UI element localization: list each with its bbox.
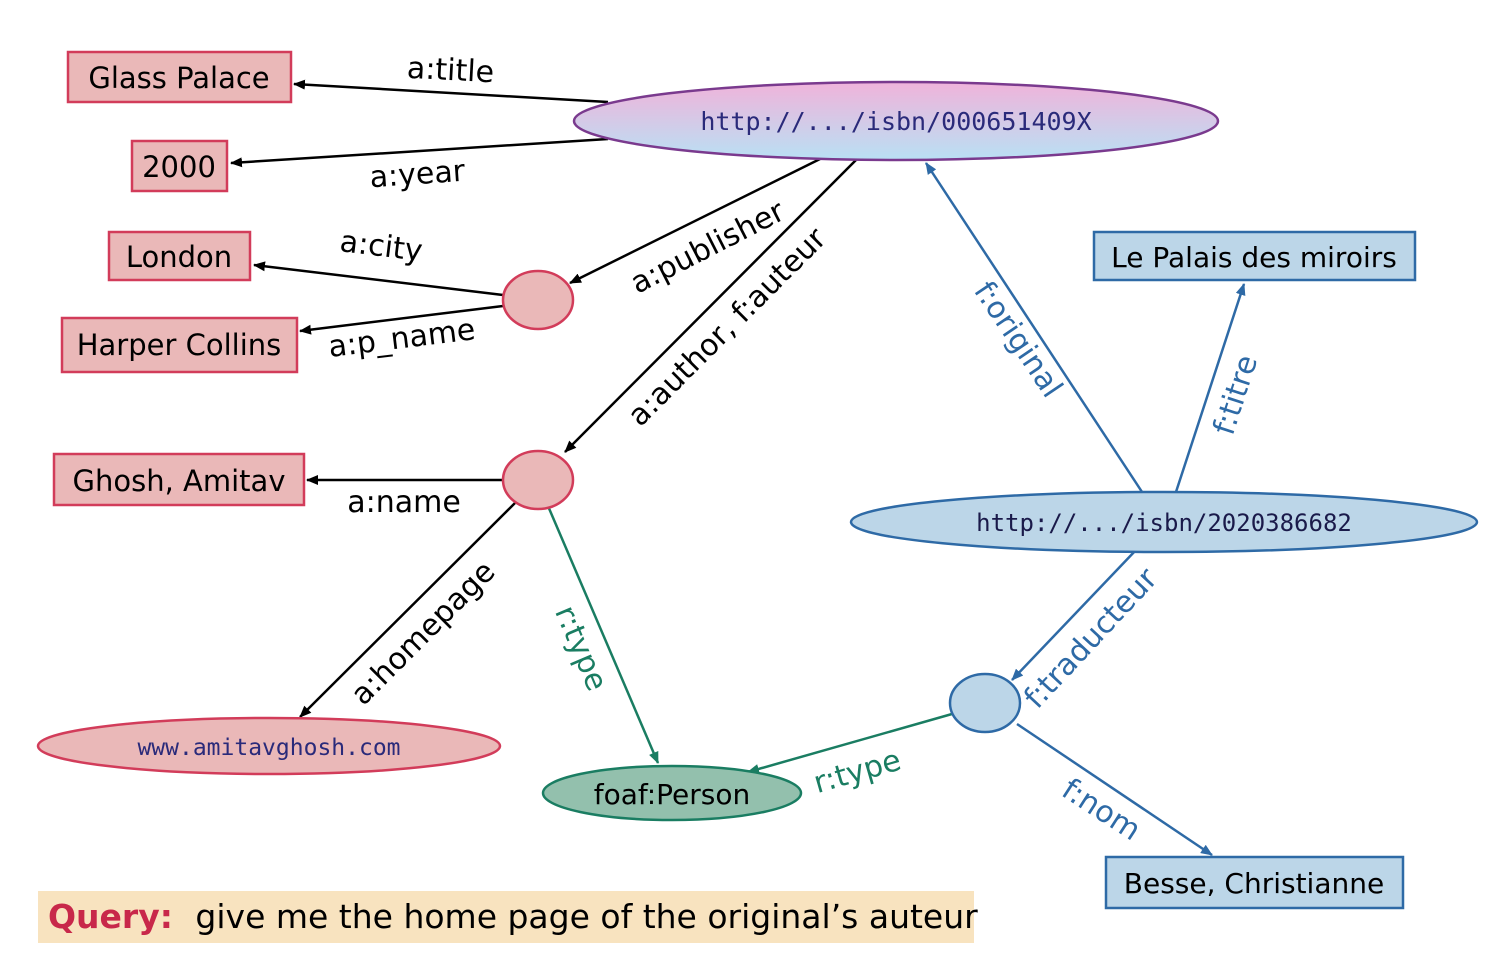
- london-box: [107, 230, 252, 282]
- query-label: Query:: [48, 897, 173, 936]
- year-box: [130, 139, 229, 193]
- ghosh-box: [52, 452, 306, 507]
- publisher-blank-node: [501, 269, 575, 331]
- year-label: 2000: [142, 150, 216, 184]
- nodes: http://.../isbn/000651409X Glass Palace …: [36, 50, 1479, 910]
- edges-green: [546, 505, 953, 774]
- label-f-nom: f:nom: [1055, 772, 1146, 848]
- book-fr-uri: http://.../isbn/2020386682: [976, 509, 1352, 537]
- edge-r-type-author: [546, 505, 660, 764]
- book-fr-node: [849, 490, 1479, 554]
- book-en-node: [572, 80, 1220, 162]
- foaf-person-node: [541, 764, 803, 822]
- london-label: London: [126, 240, 232, 274]
- edge-a-author: [564, 159, 857, 453]
- ghosh-label: Ghosh, Amitav: [73, 464, 286, 498]
- edge-a-title: [293, 79, 609, 104]
- label-a-city: a:city: [338, 224, 424, 269]
- label-a-title: a:title: [406, 51, 495, 91]
- homepage-node: [36, 716, 502, 776]
- label-f-titre: f:titre: [1207, 351, 1266, 439]
- edge-f-nom: [1016, 722, 1213, 857]
- foaf-person-label: foaf:Person: [594, 778, 751, 811]
- homepage-url: www.amitavghosh.com: [137, 735, 400, 761]
- besse-box: [1104, 855, 1405, 910]
- query-banner: Query: give me the home page of the orig…: [38, 891, 978, 943]
- label-a-name: a:name: [347, 485, 461, 520]
- label-a-p-name: a:p_name: [326, 312, 477, 365]
- edge-f-titre: [1173, 283, 1246, 496]
- author-blank-node: [501, 449, 575, 511]
- edge-f-original: [924, 162, 1146, 496]
- edge-a-year: [230, 137, 609, 168]
- edge-a-city: [253, 261, 504, 297]
- harper-collins-box: [60, 316, 299, 374]
- label-f-original: f:original: [967, 275, 1070, 404]
- label-f-traducteur: f:traducteur: [1017, 561, 1165, 716]
- edge-a-homepage: [299, 502, 516, 718]
- edges-blue: [924, 162, 1246, 857]
- glass-palace-label: Glass Palace: [88, 61, 269, 95]
- translator-blank-node: [948, 672, 1022, 734]
- label-a-year: a:year: [369, 154, 467, 196]
- besse-label: Besse, Christianne: [1124, 867, 1384, 900]
- harper-collins-label: Harper Collins: [77, 328, 282, 362]
- edges-black: [230, 79, 857, 718]
- book-en-uri: http://.../isbn/000651409X: [700, 107, 1091, 136]
- edge-r-type-translator: [747, 712, 953, 774]
- edge-a-p-name: [299, 304, 504, 335]
- glass-palace-box: [66, 50, 293, 104]
- label-a-homepage: a:homepage: [344, 554, 502, 712]
- query-text: Query: give me the home page of the orig…: [48, 897, 978, 936]
- le-palais-label: Le Palais des miroirs: [1111, 241, 1397, 274]
- edge-a-publisher: [569, 157, 821, 285]
- query-body: give me the home page of the original’s …: [195, 897, 978, 936]
- label-r-type-1: r:type: [547, 601, 614, 697]
- query-background: [38, 891, 974, 943]
- le-palais-box: [1092, 230, 1417, 282]
- edge-f-traducteur: [1011, 549, 1137, 681]
